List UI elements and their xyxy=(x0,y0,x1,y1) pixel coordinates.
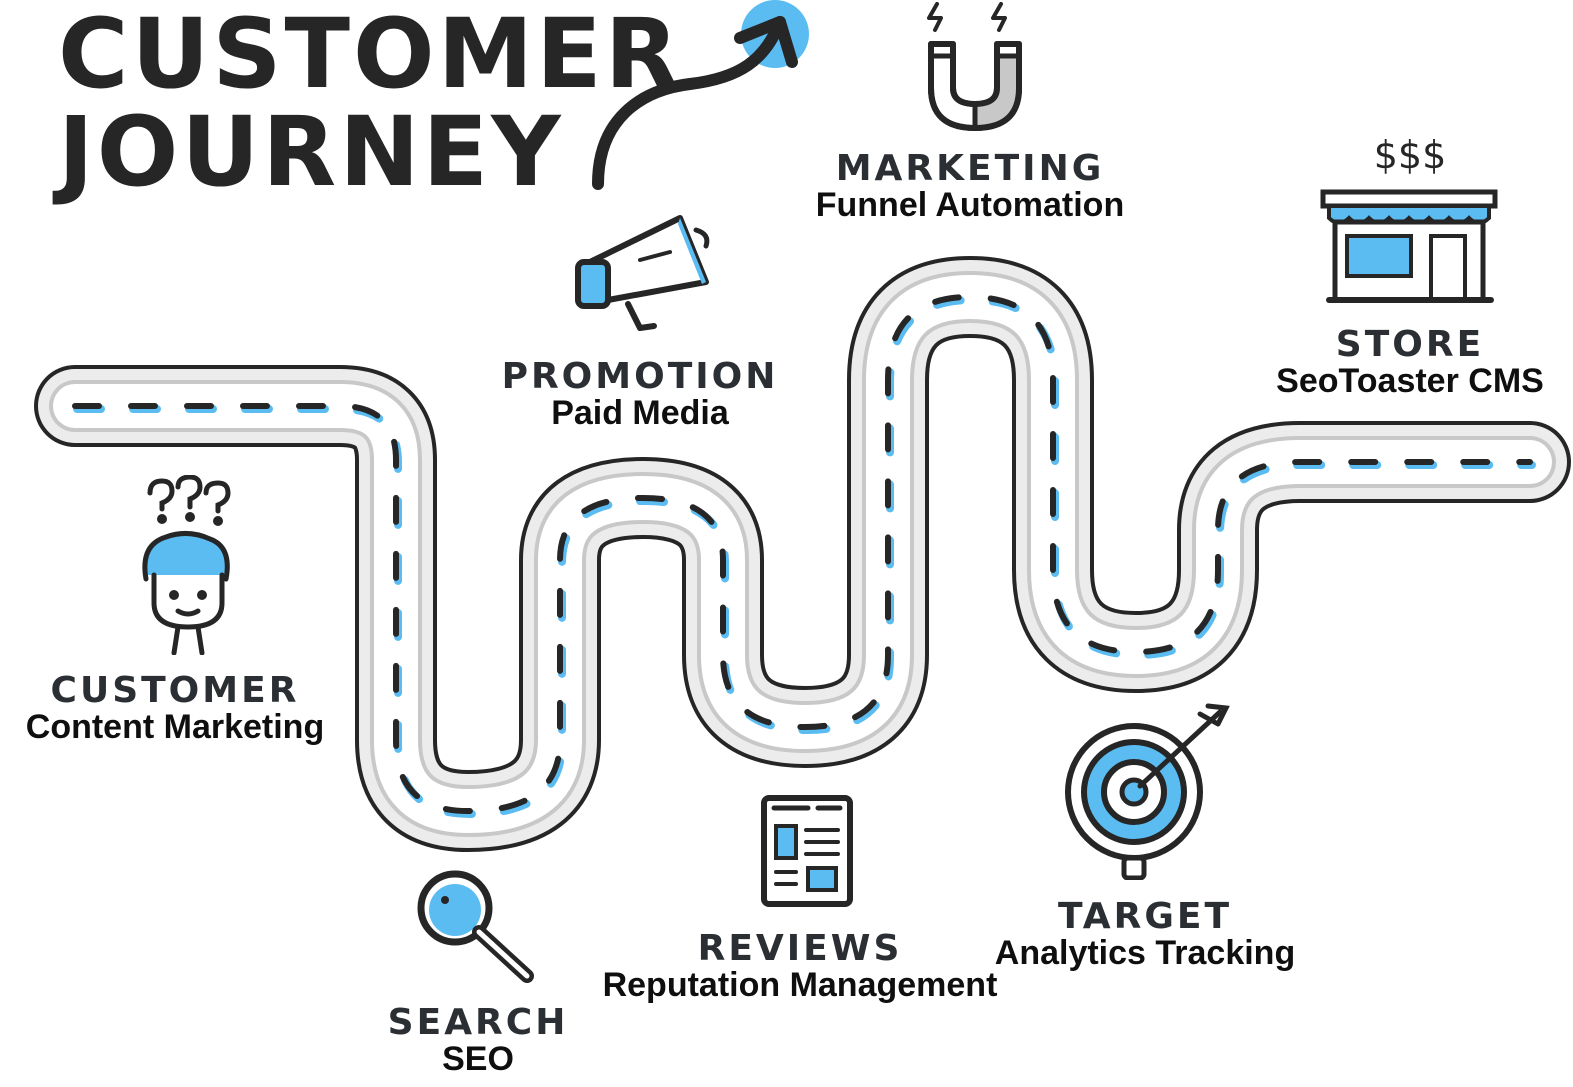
storefront-icon: $$$ xyxy=(1320,133,1498,303)
stage-subtitle: Reputation Management xyxy=(602,965,998,1004)
stage-marketing: MARKETING Funnel Automation xyxy=(800,150,1140,223)
stage-customer: CUSTOMER Content Marketing xyxy=(0,672,350,745)
title-line-2: JOURNEY xyxy=(58,96,564,208)
magnifying-glass-icon xyxy=(417,870,534,983)
stage-subtitle: Content Marketing xyxy=(25,707,325,746)
stage-heading: STORE xyxy=(1335,324,1485,365)
stage-heading: REVIEWS xyxy=(697,928,903,969)
magnet-icon xyxy=(927,2,1022,131)
stage-subtitle: SeoToaster CMS xyxy=(1276,361,1544,400)
stage-heading: CUSTOMER xyxy=(50,670,300,711)
stage-subtitle: SEO xyxy=(442,1039,514,1078)
confused-person-icon xyxy=(142,475,231,655)
newspaper-icon xyxy=(761,795,853,907)
stage-heading: TARGET xyxy=(1057,896,1233,937)
megaphone-icon xyxy=(575,215,710,331)
stage-subtitle: Paid Media xyxy=(551,393,729,432)
stage-reviews: REVIEWS Reputation Management xyxy=(590,930,1010,1003)
svg-text:$$$: $$$ xyxy=(1374,133,1447,177)
stage-target: TARGET Analytics Tracking xyxy=(985,898,1305,971)
stage-search: SEARCH SEO xyxy=(378,1004,578,1077)
stage-heading: MARKETING xyxy=(835,148,1105,189)
target-icon xyxy=(1065,703,1230,880)
stage-store: STORE SeoToaster CMS xyxy=(1270,326,1550,399)
stage-subtitle: Analytics Tracking xyxy=(994,933,1296,972)
title-line-1: CUSTOMER xyxy=(58,0,682,110)
stage-promotion: PROMOTION Paid Media xyxy=(480,358,800,431)
stage-subtitle: Funnel Automation xyxy=(815,185,1125,224)
stage-heading: SEARCH xyxy=(387,1002,569,1043)
arrow-up-right-icon xyxy=(592,0,809,190)
stage-heading: PROMOTION xyxy=(501,356,779,397)
